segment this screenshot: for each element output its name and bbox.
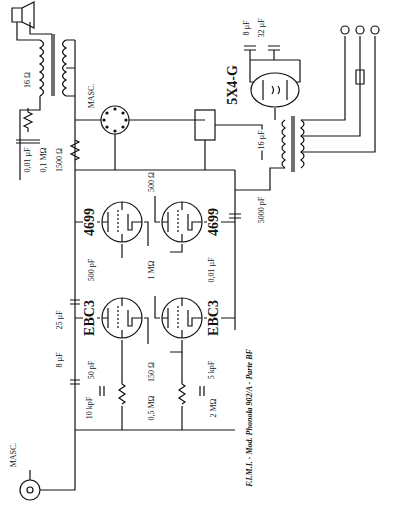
vacuum-tube: 4699	[160, 200, 204, 244]
fuse-symbol	[356, 70, 364, 84]
envelope	[102, 202, 142, 242]
octal-socket	[101, 106, 129, 134]
grid-lead	[181, 298, 182, 338]
component-value: 0,5 MΩ	[148, 394, 156, 421]
resistor-symbol	[24, 108, 32, 132]
envelope	[162, 202, 202, 242]
mains-terminal	[341, 26, 349, 34]
vacuum-tube: EBC3	[160, 296, 204, 340]
mains-terminal	[371, 26, 379, 34]
component-value: MASC.	[88, 83, 96, 110]
component-value: 50 pF	[88, 360, 96, 380]
grid	[177, 306, 178, 330]
grid	[177, 210, 178, 234]
cathode	[188, 310, 202, 326]
grid-lead	[121, 202, 122, 242]
component-value: 5000 pF	[258, 196, 266, 224]
component-value: 25 µF	[56, 309, 64, 330]
component-value: 8 µF	[243, 19, 251, 36]
component-value: 500 pF	[88, 258, 96, 282]
tube-type: EBC3	[83, 299, 97, 337]
rectifier-wire	[250, 50, 300, 120]
anode	[162, 212, 168, 232]
socket-wire	[75, 120, 205, 170]
vacuum-tube: EBC3	[100, 296, 144, 340]
cathode	[128, 214, 142, 230]
terminal-strip	[195, 110, 215, 140]
tube-type: 5X4-G	[226, 64, 240, 106]
component-value: 32 µF	[258, 17, 266, 38]
grid	[117, 210, 118, 234]
component-value: 5 kpF	[208, 360, 216, 380]
caption: F.I.M.I. - Mod. Phonola 902/A - Parte BF	[246, 348, 254, 488]
grid-lead	[121, 298, 122, 338]
tube-type: 4699	[207, 207, 221, 237]
component-value: 1500 Ω	[56, 147, 64, 173]
b-plus-rail	[74, 40, 75, 430]
component-value: MASC.	[10, 442, 18, 469]
input-jack	[20, 480, 40, 500]
rectifier-tube: 5X4-G	[250, 72, 300, 108]
tube-envelope	[160, 200, 204, 244]
capacitor-symbol	[16, 140, 40, 143]
envelope	[251, 73, 299, 107]
power-transformer	[282, 116, 304, 172]
rail	[75, 170, 235, 430]
tube-envelope	[250, 72, 300, 108]
mains-wire	[235, 36, 375, 190]
envelope	[162, 298, 202, 338]
cathode	[188, 214, 202, 230]
anode	[162, 308, 168, 328]
tube-envelope	[100, 296, 144, 340]
input-wire	[30, 430, 75, 490]
grid	[117, 306, 118, 330]
speaker-wire	[17, 22, 52, 40]
transformer-leads	[20, 40, 75, 180]
component-value: 500 Ω	[148, 171, 156, 193]
anode	[102, 212, 108, 232]
component-value: 0,01 µF	[208, 256, 216, 283]
rectifier-elements	[263, 80, 287, 100]
tube-type: 4699	[83, 207, 97, 237]
component-value: 150 Ω	[148, 361, 156, 383]
anode	[102, 308, 108, 328]
component-value: 0,01 µF	[24, 146, 32, 173]
input-jack-centre	[27, 487, 33, 493]
loudspeaker-symbol	[12, 2, 34, 28]
component-value: 1 MΩ	[148, 259, 156, 280]
component-value: 2 MΩ	[210, 397, 218, 418]
vacuum-tube: 4699	[100, 200, 144, 244]
resistor-symbol	[71, 140, 79, 160]
component-value: 16 Ω	[24, 71, 32, 89]
output-transformer	[40, 34, 66, 96]
socket-pins	[102, 107, 127, 132]
grid-leak-wire	[122, 352, 182, 430]
grid-lead	[181, 202, 182, 242]
tube-envelope	[100, 200, 144, 244]
component-value: 10 kpF	[86, 396, 94, 420]
component-value: 8 µF	[56, 351, 64, 368]
component-value: 16 µF	[258, 129, 266, 150]
component-value: 0,1 MΩ	[40, 146, 48, 173]
capacitor-symbol	[244, 46, 280, 60]
terminal-strip-wire	[205, 125, 262, 170]
capacitor-symbol	[229, 214, 241, 218]
envelope	[102, 298, 142, 338]
tube-envelope	[160, 296, 204, 340]
cathode	[128, 310, 142, 326]
mains-terminal	[356, 26, 364, 34]
tube-type: EBC3	[207, 299, 221, 337]
